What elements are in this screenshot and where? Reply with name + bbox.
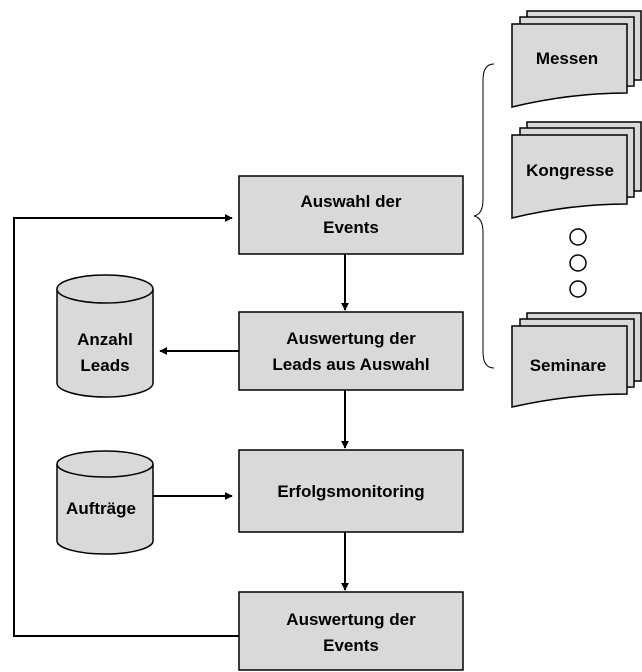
ellipsis-dot-2 [569, 254, 587, 272]
process-auswertung-leads-line1: Auswertung der [286, 329, 416, 348]
document-kongresse-label: Kongresse [526, 161, 614, 180]
process-auswahl-line2: Events [323, 218, 379, 237]
event-types-brace [473, 63, 495, 369]
process-auswahl-der-events: Auswahl der Events [238, 175, 464, 255]
database-auftraege: Aufträge [56, 450, 154, 555]
ellipsis-dot-1 [569, 228, 587, 246]
document-messen-label: Messen [536, 49, 598, 68]
document-stack-seminare: Seminare [511, 312, 642, 408]
process-auswertung-der-leads: Auswertung der Leads aus Auswahl [238, 311, 464, 391]
database-anzahl-leads: Anzahl Leads [56, 274, 154, 398]
process-auswertung-leads-line2: Leads aus Auswahl [272, 355, 429, 374]
feedback-loop-line [13, 214, 239, 637]
database-leads-line2: Leads [80, 356, 129, 375]
document-stack-messen: Messen [511, 10, 642, 108]
database-auftraege-label: Aufträge [66, 499, 136, 518]
ellipsis-dot-3 [569, 280, 587, 298]
process-auswertung-events-line2: Events [323, 636, 379, 655]
document-stack-kongresse: Kongresse [511, 121, 642, 219]
process-auswertung-der-events: Auswertung der Events [238, 591, 464, 671]
document-seminare-label: Seminare [530, 356, 607, 375]
ellipsis-more-events [569, 228, 587, 298]
process-auswahl-line1: Auswahl der [300, 192, 401, 211]
connectors [13, 214, 349, 637]
database-leads-line1: Anzahl [77, 330, 133, 349]
process-erfolg-line1: Erfolgsmonitoring [277, 482, 424, 501]
process-auswertung-events-line1: Auswertung der [286, 610, 416, 629]
process-erfolgsmonitoring: Erfolgsmonitoring [238, 449, 464, 533]
